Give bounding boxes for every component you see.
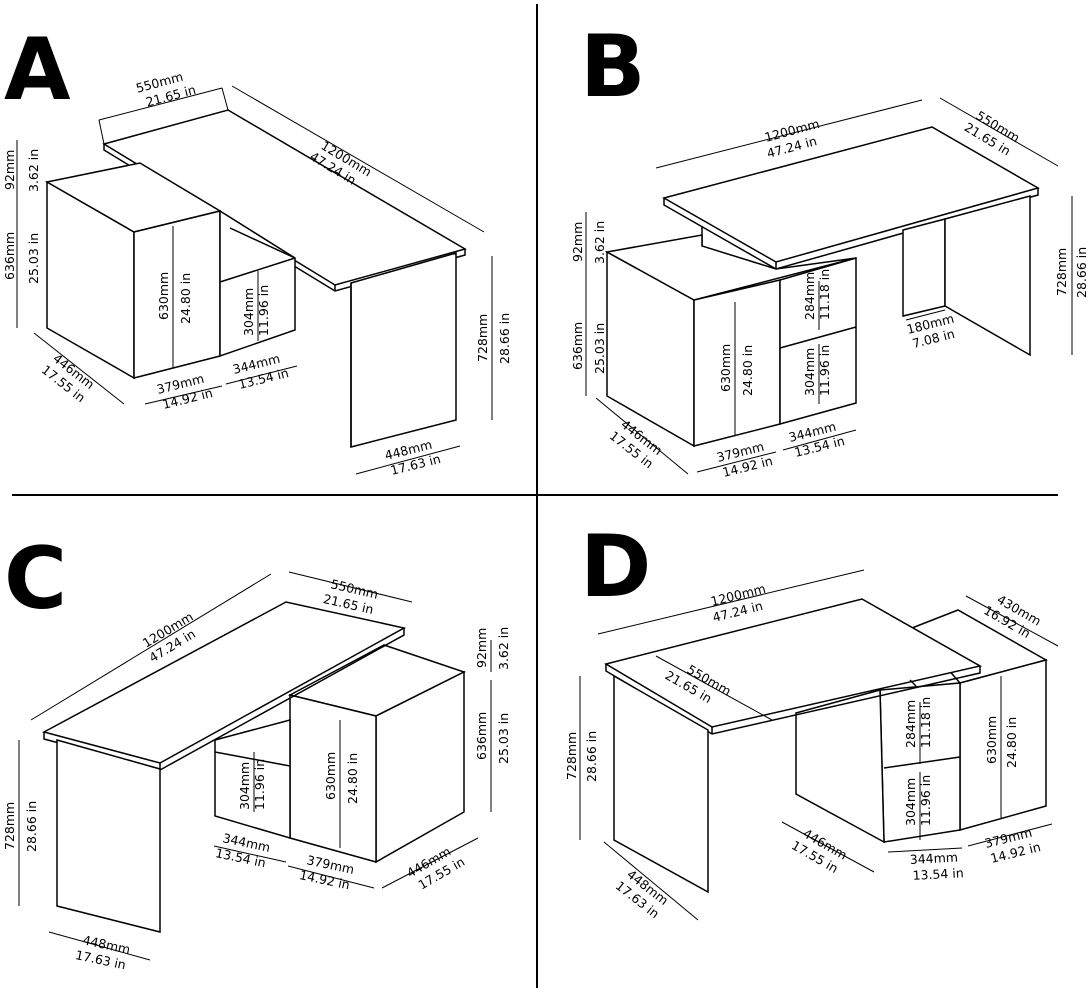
label-a-desk-height-mm: 728mm <box>475 314 490 362</box>
label-d-door-height-mm: 630mm <box>984 716 999 764</box>
label-a-cab-height-mm: 636mm <box>2 232 17 280</box>
label-d-lower-shelf-mm: 304mm <box>903 778 918 826</box>
desk-leg <box>350 252 457 448</box>
cabinet-door <box>693 279 781 447</box>
cabinet-side <box>795 689 885 844</box>
label-b-lower-shelf-mm: 304mm <box>802 348 817 396</box>
label-d-door-height-in: 24.80 in <box>1004 717 1019 768</box>
cabinet-shelf <box>214 719 291 840</box>
label-d-shelf-width-mm: 344mm <box>909 849 958 867</box>
label-b-cab-height-in: 25.03 in <box>592 323 607 374</box>
label-b-lower-shelf-in: 11.96 in <box>817 345 832 396</box>
label-b-top-thick-mm: 92mm <box>570 222 585 262</box>
label-a-shelf-height-mm: 304mm <box>241 288 256 336</box>
label-c-cab-height-mm: 636mm <box>474 712 489 760</box>
quadrant-c: C 1200mm 47.24 in 550mm 21.65 in <box>2 529 511 972</box>
label-c-door-height-mm: 630mm <box>323 752 338 800</box>
label-a-top-thick-mm: 92mm <box>2 150 17 190</box>
label-a-top-thick-in: 3.62 in <box>26 149 41 192</box>
quadrant-d: D 1200mm 47.24 in 550mm 21.65 in <box>564 517 1059 921</box>
label-b-upper-shelf-mm: 284mm <box>802 272 817 320</box>
label-c-shelf-height-in: 11.96 in <box>252 759 267 810</box>
config-letter-d: D <box>580 517 651 617</box>
label-d-desk-height-in: 28.66 in <box>584 731 599 782</box>
desk-leg-side <box>944 195 1031 357</box>
label-b-top-thick-in: 3.62 in <box>592 221 607 264</box>
label-a-desk-height-in: 28.66 in <box>497 313 512 364</box>
label-d-lower-shelf-in: 11.96 in <box>918 775 933 826</box>
label-b-desk-height-mm: 728mm <box>1054 248 1069 296</box>
label-c-cab-height-in: 25.03 in <box>496 713 511 764</box>
desk-leg <box>613 674 709 894</box>
label-b-door-height-mm: 630mm <box>718 344 733 392</box>
label-c-door-height-in: 24.80 in <box>345 753 360 804</box>
label-c-shelf-height-mm: 304mm <box>237 762 252 810</box>
config-letter-a: A <box>4 20 71 120</box>
config-letter-b: B <box>580 17 646 117</box>
label-d-desk-height-mm: 728mm <box>564 732 579 780</box>
label-a-door-height-mm: 630mm <box>156 272 171 320</box>
label-b-desk-height-in: 28.66 in <box>1074 247 1089 298</box>
desk-leg <box>56 739 161 933</box>
label-b-cab-height-mm: 636mm <box>570 322 585 370</box>
desk-leg-rear <box>902 218 946 317</box>
label-d-upper-shelf-in: 11.18 in <box>918 697 933 748</box>
label-a-cab-height-in: 25.03 in <box>26 233 41 284</box>
label-c-desk-height-in: 28.66 in <box>24 801 39 852</box>
label-b-upper-shelf-in: 11.18 in <box>817 269 832 320</box>
label-c-desk-height-mm: 728mm <box>2 802 17 850</box>
label-a-door-height-in: 24.80 in <box>178 273 193 324</box>
label-d-upper-shelf-mm: 284mm <box>903 700 918 748</box>
label-a-shelf-height-in: 11.96 in <box>256 285 271 336</box>
cabinet-top <box>604 234 857 301</box>
label-b-door-height-in: 24.80 in <box>740 345 755 396</box>
quadrant-b: B 1200mm 47.24 in 550mm 21.6 <box>570 17 1089 480</box>
label-c-top-thick-mm: 92mm <box>474 628 489 668</box>
cabinet-door <box>959 659 1047 831</box>
cabinet-door <box>133 210 221 379</box>
label-c-top-thick-in: 3.62 in <box>496 627 511 670</box>
config-letter-c: C <box>4 529 67 629</box>
quadrant-a: A 550mm 21.65 in 1200mm <box>2 20 512 478</box>
label-d-shelf-width-in: 13.54 in <box>912 865 964 883</box>
